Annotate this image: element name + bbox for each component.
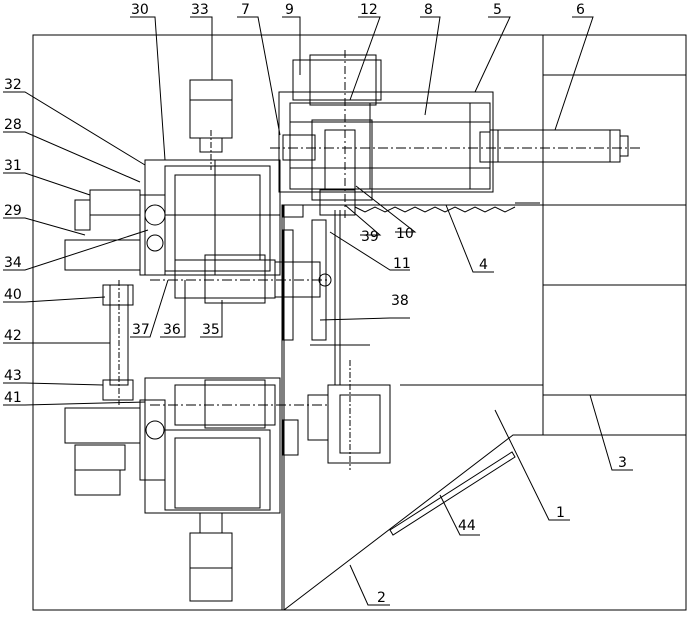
upper-left-motors — [64, 189, 166, 276]
conveyor — [354, 202, 540, 213]
label-31: 31 — [4, 158, 22, 174]
label-5: 5 — [493, 2, 502, 18]
label-9: 9 — [285, 2, 294, 18]
part-labels: 30 33 7 9 12 8 5 6 32 28 31 29 34 40 42 … — [4, 2, 627, 606]
center-column — [282, 204, 391, 470]
label-7: 7 — [241, 2, 250, 18]
label-1: 1 — [556, 505, 565, 521]
label-4: 4 — [479, 257, 488, 273]
base-frame — [32, 34, 687, 611]
label-10: 10 — [396, 226, 414, 242]
label-35: 35 — [202, 322, 220, 338]
label-32: 32 — [4, 77, 22, 93]
label-28: 28 — [4, 117, 22, 133]
lower-spindle-head — [64, 377, 330, 602]
label-43: 43 — [4, 368, 22, 384]
label-34: 34 — [4, 255, 22, 271]
label-39: 39 — [361, 229, 379, 245]
label-38: 38 — [391, 293, 409, 309]
label-8: 8 — [424, 2, 433, 18]
label-11: 11 — [393, 256, 411, 272]
column-assembly — [102, 280, 134, 405]
label-37: 37 — [132, 322, 150, 338]
label-30: 30 — [131, 2, 149, 18]
label-12: 12 — [360, 2, 378, 18]
label-42: 42 — [4, 328, 22, 344]
label-41: 41 — [4, 390, 22, 406]
label-3: 3 — [618, 455, 627, 471]
label-33: 33 — [191, 2, 209, 18]
label-29: 29 — [4, 203, 22, 219]
label-6: 6 — [576, 2, 585, 18]
label-36: 36 — [163, 322, 181, 338]
label-40: 40 — [4, 287, 22, 303]
leader-lines — [3, 16, 633, 606]
label-44: 44 — [458, 518, 476, 534]
top-slide-assembly — [270, 50, 640, 220]
label-2: 2 — [377, 590, 386, 606]
